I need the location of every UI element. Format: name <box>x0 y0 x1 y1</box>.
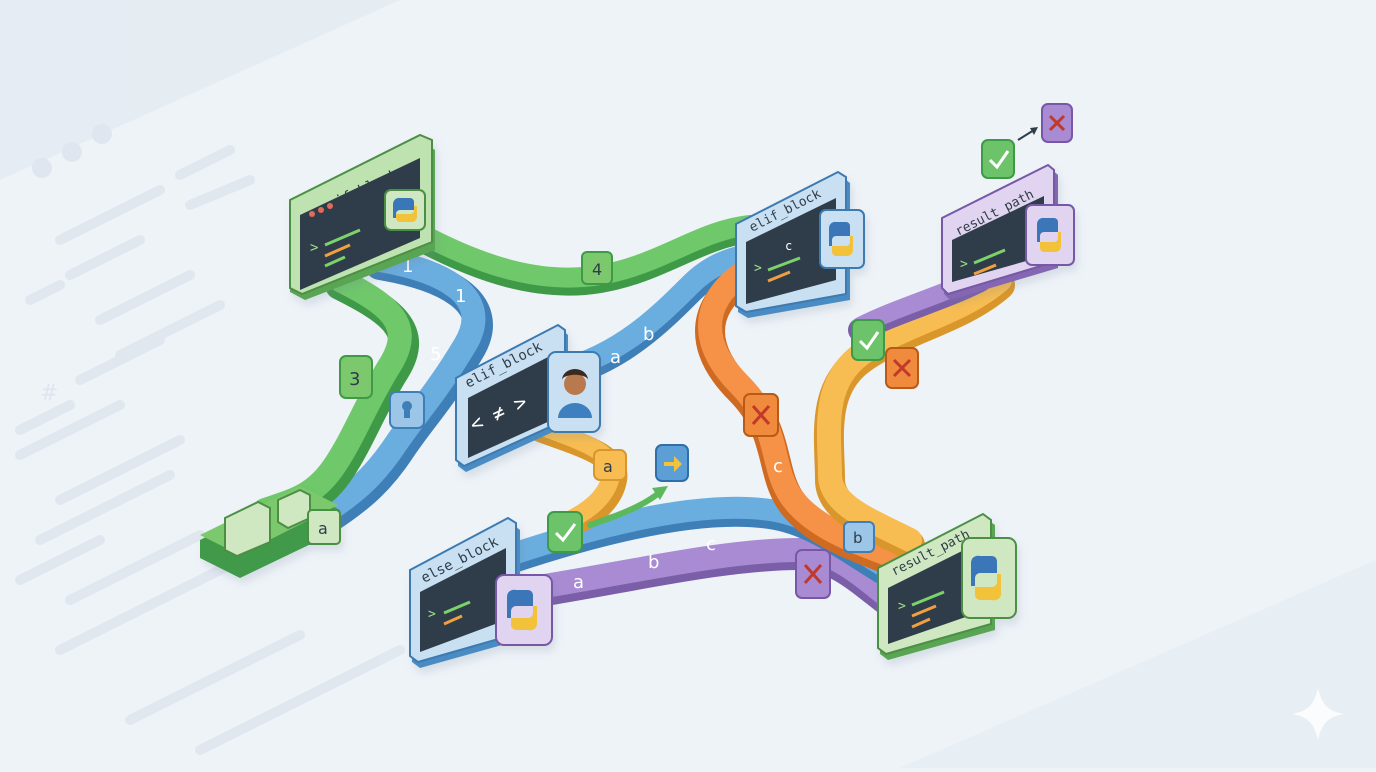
node-subtitle: c <box>785 239 792 253</box>
flow-labels: 1 1 5 a b c a b c <box>402 256 783 593</box>
flow-label: 5 <box>430 344 441 365</box>
prompt-icon: > <box>898 599 906 614</box>
prompt-icon: > <box>310 240 318 256</box>
node-elif-mid[interactable]: elif_block < ≠ > <box>455 323 601 472</box>
flow-label: a <box>573 572 584 593</box>
flow-label: 1 <box>402 256 413 277</box>
flow-label: c <box>773 456 783 477</box>
window-dot-icon <box>62 142 82 162</box>
flow-label: b <box>648 552 659 573</box>
check-icon <box>547 511 583 553</box>
python-logo-icon <box>1025 204 1075 266</box>
legend-arrow-icon <box>1017 127 1038 141</box>
cross-icon <box>1041 103 1073 143</box>
lock-icon <box>389 391 425 429</box>
svg-text:4: 4 <box>592 260 602 279</box>
python-logo-icon <box>495 574 553 646</box>
window-dot-icon <box>32 158 52 178</box>
cross-icon <box>885 347 919 389</box>
prompt-icon: > <box>960 257 968 272</box>
badge-a-source <box>307 509 341 545</box>
node-result-bottom[interactable]: result_path > <box>877 512 1017 660</box>
cross-icon <box>743 393 779 437</box>
node-elif-top[interactable]: elif_block > c <box>735 170 865 318</box>
svg-text:b: b <box>853 529 863 547</box>
check-icon <box>851 319 885 361</box>
hash-glyph-icon: # <box>40 381 58 406</box>
window-dot-icon <box>327 203 333 209</box>
python-logo-icon <box>819 209 865 269</box>
badge-a-mid: a <box>593 449 627 481</box>
python-logo-icon <box>961 537 1017 619</box>
arrow-right-icon <box>655 444 689 482</box>
badge-4: 4 <box>581 251 613 285</box>
cross-icon <box>795 549 831 599</box>
flow-yellow-result-top <box>813 268 1015 560</box>
badge-3: 3 <box>339 355 373 399</box>
flow-orange-elif-to-result <box>695 263 905 575</box>
flow-ribbons <box>253 215 1015 625</box>
node-if-block[interactable]: if_block > <box>289 133 435 300</box>
window-dot-icon <box>318 207 324 213</box>
flow-green-arrow <box>587 486 668 528</box>
flow-blue-elif-mid <box>546 242 774 389</box>
badge-b-result: b <box>843 521 875 553</box>
svg-text:3: 3 <box>349 369 360 390</box>
badge-text: a <box>318 519 328 538</box>
prompt-icon: > <box>428 607 436 622</box>
window-dot-icon <box>309 211 315 217</box>
prompt-icon: > <box>754 261 762 276</box>
flow-label: 1 <box>455 286 466 307</box>
cube-icon <box>224 500 271 558</box>
svg-text:a: a <box>603 457 613 476</box>
check-icon <box>981 139 1015 179</box>
node-else-block[interactable]: else_block > <box>409 516 553 668</box>
source-block[interactable]: a <box>200 486 341 578</box>
flow-blue-if-down <box>293 248 493 545</box>
flow-label: a <box>610 347 621 368</box>
window-dot-icon <box>92 124 112 144</box>
node-result-top[interactable]: result_path > <box>941 163 1075 300</box>
sparkle-icon <box>1292 688 1344 740</box>
flow-purple-else <box>505 538 915 625</box>
flow-label: c <box>706 534 716 555</box>
flow-label: b <box>643 324 654 345</box>
